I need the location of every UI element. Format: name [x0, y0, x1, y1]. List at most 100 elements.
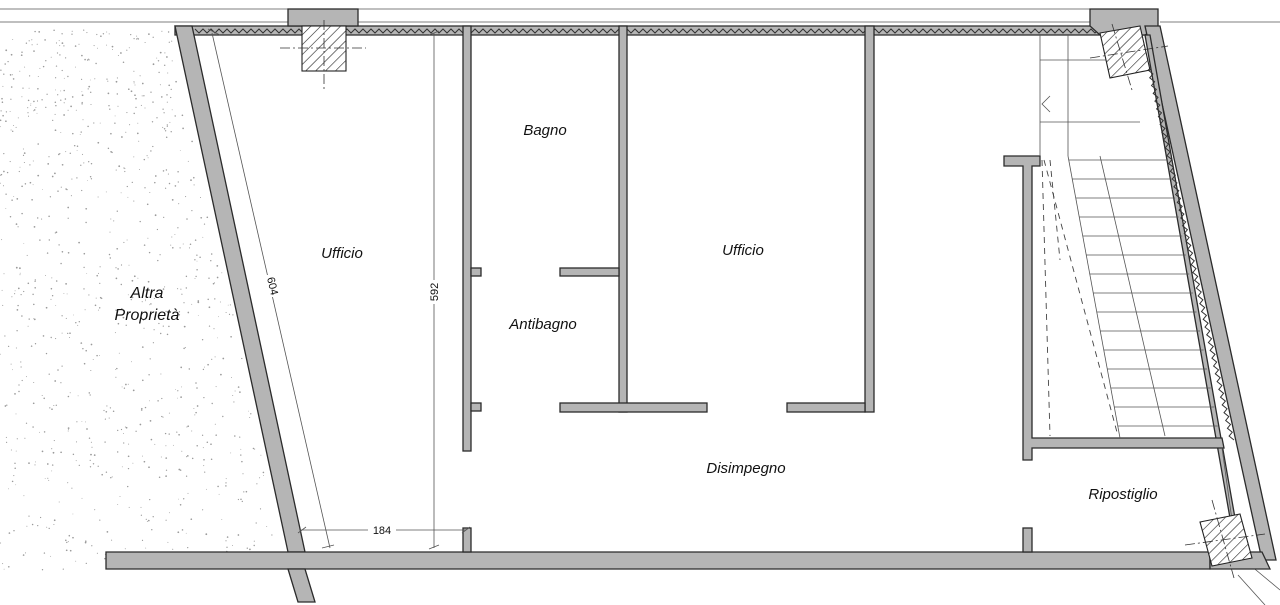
stipple-dot: [37, 174, 40, 177]
stipple-dot: [177, 397, 178, 399]
stipple-dot: [76, 145, 79, 147]
stipple-dot: [88, 85, 91, 88]
stipple-dot: [35, 461, 36, 463]
stipple-dot: [140, 104, 142, 106]
stipple-dot: [109, 231, 111, 233]
stipple-dot: [23, 243, 25, 244]
stipple-dot: [133, 37, 135, 40]
stipple-dot: [3, 568, 5, 570]
stipple-dot: [126, 185, 128, 188]
stipple-dot: [55, 65, 58, 67]
stipple-dot: [187, 425, 190, 428]
stipple-dot: [86, 32, 88, 34]
stipple-dot: [36, 100, 39, 102]
room-label-ripostiglio: Ripostiglio: [1088, 486, 1157, 503]
stipple-dot: [138, 140, 140, 142]
stipple-dot: [23, 161, 25, 164]
stipple-dot: [69, 337, 70, 338]
stipple-dot: [144, 107, 146, 109]
stipple-dot: [211, 402, 213, 405]
stipple-dot: [5, 208, 7, 209]
stipple-dot: [107, 80, 109, 82]
stipple-dot: [143, 158, 146, 161]
stipple-dot: [205, 488, 207, 490]
stipple-dot: [3, 170, 5, 173]
stipple-dot: [222, 357, 225, 360]
stipple-dot: [32, 426, 34, 428]
stipple-dot: [164, 52, 166, 54]
stipple-dot: [165, 136, 168, 138]
stipple-dot: [99, 354, 100, 356]
stipple-dot: [78, 43, 80, 45]
stipple-dot: [253, 540, 255, 542]
stipple-dot: [51, 408, 53, 411]
stipple-dot: [194, 239, 197, 241]
stipple-dot: [54, 232, 56, 234]
stipple-dot: [108, 253, 111, 256]
stipple-dot: [126, 49, 128, 51]
stipple-dot: [164, 130, 167, 132]
stipple-dot: [116, 314, 118, 317]
stipple-dot: [171, 236, 173, 238]
stipple-dot: [90, 162, 93, 165]
stipple-dot: [196, 387, 198, 389]
stipple-dot: [8, 532, 11, 534]
stipple-dot: [202, 236, 204, 238]
stipple-dot: [237, 386, 240, 388]
stipple-dot: [51, 175, 54, 178]
stipple-dot: [78, 464, 80, 467]
stipple-dot: [32, 184, 34, 186]
stipple-dot: [106, 44, 108, 46]
stipple-dot: [97, 141, 100, 144]
stipple-dot: [150, 150, 152, 152]
stipple-dot: [83, 29, 85, 31]
stipple-dot: [63, 114, 65, 116]
stipple-dot: [157, 60, 160, 62]
stipple-dot: [97, 465, 99, 467]
stipple-dot: [11, 480, 14, 483]
stipple-dot: [17, 304, 19, 307]
stipple-dot: [15, 347, 17, 349]
stipple-dot: [165, 169, 168, 171]
stipple-dot: [101, 473, 103, 476]
stipple-dot: [194, 278, 196, 280]
stipple-dot: [13, 125, 15, 126]
stipple-dot: [5, 111, 8, 113]
stipple-dot: [30, 103, 32, 105]
stipple-dot: [24, 66, 26, 68]
stipple-dot: [115, 267, 117, 269]
stipple-dot: [43, 552, 46, 554]
stipple-dot: [139, 75, 141, 77]
stipple-dot: [67, 429, 69, 431]
stipple-dot: [39, 431, 41, 433]
stipple-dot: [128, 311, 131, 313]
stipple-dot: [196, 269, 198, 271]
stipple-dot: [71, 487, 73, 489]
stipple-dot: [90, 369, 92, 372]
stipple-dot: [99, 282, 101, 284]
stipple-dot: [190, 179, 192, 181]
stipple-dot: [33, 50, 35, 52]
stipple-dot: [183, 302, 185, 304]
stipple-dot: [245, 490, 248, 493]
stipple-dot: [189, 243, 192, 245]
stipple-dot: [136, 35, 138, 37]
stipple-dot: [254, 448, 256, 450]
stipple-dot: [48, 156, 50, 158]
stipple-dot: [41, 218, 43, 220]
stipple-dot: [0, 353, 1, 355]
stipple-dot: [159, 84, 161, 86]
stipple-dot: [17, 226, 19, 228]
stipple-dot: [96, 354, 98, 357]
stipple-dot: [67, 206, 70, 209]
stipple-dot: [16, 438, 18, 440]
stipple-dot: [37, 524, 39, 527]
stipple-dot: [171, 109, 173, 111]
stipple-dot: [0, 69, 2, 71]
stair-enclosure: [1003, 155, 1233, 521]
stipple-dot: [121, 466, 123, 468]
stipple-dot: [44, 478, 46, 479]
stipple-dot: [162, 126, 164, 128]
stipple-dot: [34, 343, 37, 345]
